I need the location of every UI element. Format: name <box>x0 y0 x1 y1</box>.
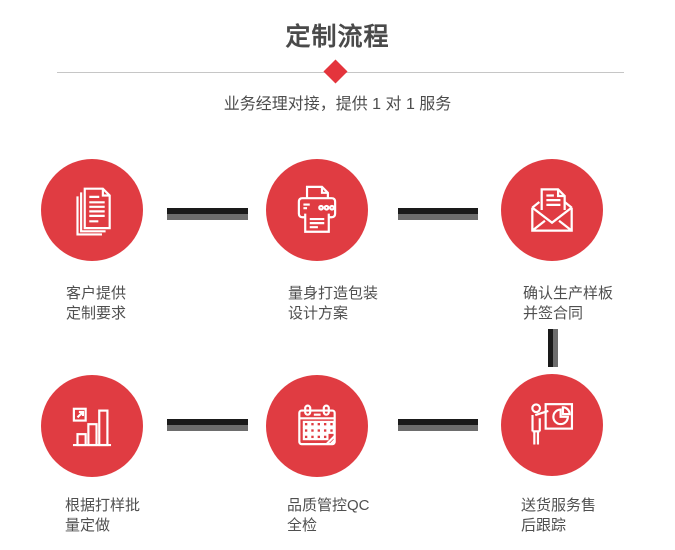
step-label-line: 并签合同 <box>523 305 584 322</box>
step-label-line: 定制要求 <box>66 305 127 322</box>
page-title: 定制流程 <box>285 23 390 51</box>
step-label-line: 根据打样批 <box>65 497 141 514</box>
stacked-documents-icon <box>76 187 111 236</box>
step-6-label: 送货服务售 后跟踪 <box>521 496 596 536</box>
step-label-line: 全检 <box>287 517 318 534</box>
step-1-label: 客户提供 定制要求 <box>66 284 126 324</box>
diamond-accent <box>323 59 348 84</box>
step-label-line: 确认生产样板 <box>523 285 614 302</box>
step-label-line: 设计方案 <box>288 305 349 322</box>
connector-step1-step2 <box>167 208 248 220</box>
step-label-line: 量定做 <box>65 517 111 534</box>
step-3-label: 确认生产样板 并签合同 <box>523 284 613 324</box>
step-label-line: 客户提供 <box>66 285 127 302</box>
step-label-line: 后跟踪 <box>521 517 567 534</box>
connector-step3-step6 <box>548 329 558 367</box>
step-label-line: 量身打造包装 <box>288 285 379 302</box>
step-5-circle <box>266 375 368 477</box>
step-4-circle <box>41 375 143 477</box>
step-2-label: 量身打造包装 设计方案 <box>288 284 378 324</box>
step-3-circle <box>501 159 603 261</box>
connector-step2-step3 <box>398 208 478 220</box>
step-2-circle <box>266 159 368 261</box>
step-label-line: 品质管控QC <box>287 497 370 514</box>
step-1-circle <box>41 159 143 261</box>
presentation-icon <box>531 403 574 445</box>
calendar-icon <box>298 404 336 446</box>
open-envelope-icon <box>531 188 573 232</box>
step-label-line: 送货服务售 <box>521 497 597 514</box>
step-5-label: 品质管控QC 全检 <box>287 496 370 536</box>
bar-chart-icon <box>72 407 112 447</box>
page-subtitle: 业务经理对接，提供 1 对 1 服务 <box>223 96 452 113</box>
step-4-label: 根据打样批 量定做 <box>65 496 140 536</box>
printer-icon <box>297 185 337 233</box>
step-6-circle <box>501 374 603 476</box>
connector-step4-step5 <box>167 419 248 431</box>
connector-step5-step6 <box>398 419 478 431</box>
